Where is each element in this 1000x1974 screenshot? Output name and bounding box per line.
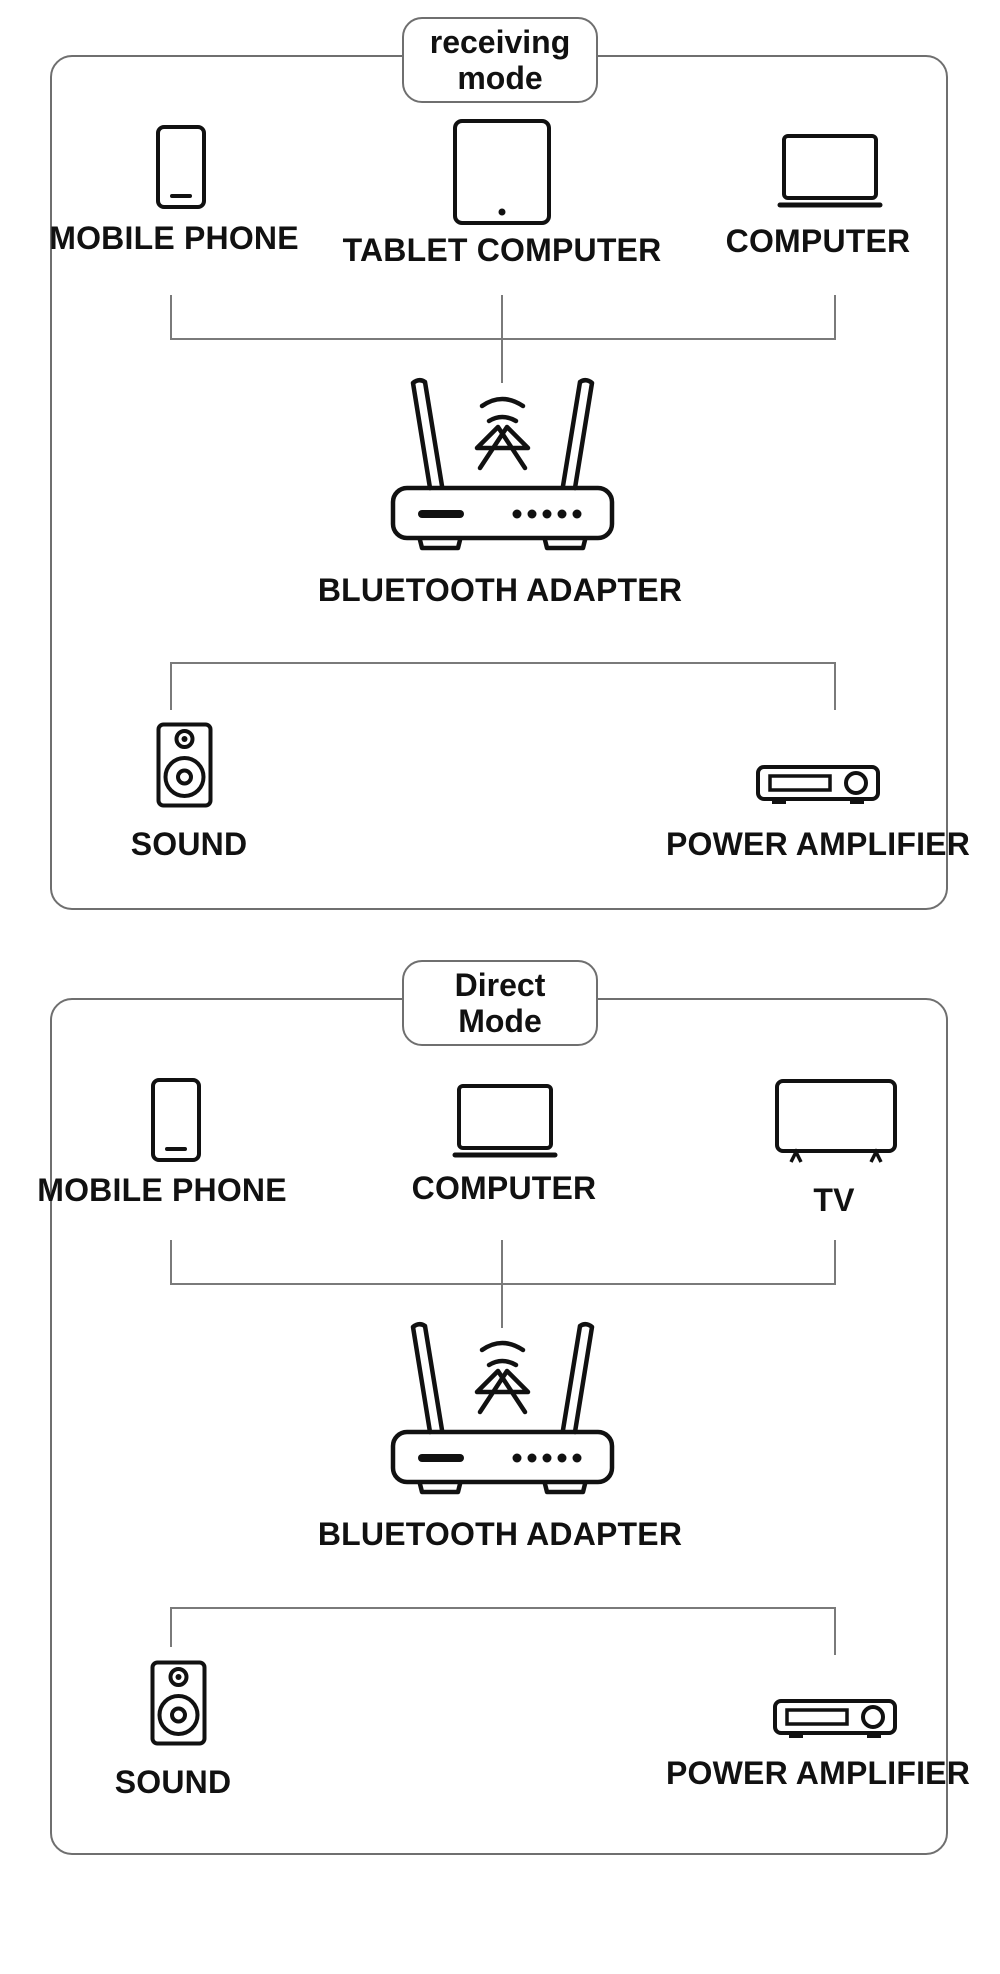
device-label-sound: SOUND <box>114 1764 232 1800</box>
connector-line <box>170 338 836 340</box>
amplifier-icon <box>773 1699 897 1738</box>
bluetooth-router-icon <box>390 1322 615 1495</box>
hub-label-bluetooth-adapter: BLUETOOTH ADAPTER <box>317 1516 683 1552</box>
speaker-icon <box>150 1660 207 1746</box>
connector-line <box>170 1607 836 1609</box>
mobile-phone-icon <box>151 1078 201 1162</box>
device-label-power-amplifier: POWER AMPLIFIER <box>665 1755 971 1791</box>
connector-line <box>834 1240 836 1285</box>
amplifier-icon <box>756 765 880 804</box>
speaker-icon <box>156 722 213 808</box>
connector-line <box>170 1283 836 1285</box>
device-label-mobile-phone: MOBILE PHONE <box>37 1172 287 1208</box>
device-label-mobile-phone: MOBILE PHONE <box>49 220 299 256</box>
direct-mode-tag: Direct Mode <box>402 960 598 1046</box>
device-label-power-amplifier: POWER AMPLIFIER <box>665 826 971 862</box>
connector-line <box>170 295 172 340</box>
bluetooth-router-icon <box>390 378 615 551</box>
laptop-icon <box>452 1084 558 1158</box>
laptop-icon <box>777 134 883 208</box>
device-label-tv: TV <box>813 1182 855 1218</box>
mode-tag-line-2: Mode <box>458 1003 542 1039</box>
device-label-computer: COMPUTER <box>411 1170 597 1206</box>
connector-line <box>501 1240 503 1328</box>
connector-line <box>170 662 172 710</box>
device-label-computer: COMPUTER <box>725 223 911 259</box>
connector-line <box>834 1607 836 1655</box>
tablet-icon <box>453 119 551 225</box>
mobile-phone-icon <box>156 125 206 209</box>
mode-tag-line-1: Direct <box>454 967 546 1003</box>
tv-icon <box>775 1079 897 1163</box>
connector-line <box>501 295 503 383</box>
connector-line <box>834 662 836 710</box>
connector-line <box>170 1240 172 1285</box>
connector-line <box>170 1607 172 1647</box>
device-label-sound: SOUND <box>130 826 248 862</box>
receiving-mode-tag: receiving mode <box>402 17 598 103</box>
mode-tag-line-1: receiving <box>429 24 571 60</box>
connector-line <box>834 295 836 340</box>
hub-label-bluetooth-adapter: BLUETOOTH ADAPTER <box>317 572 683 608</box>
connector-line <box>170 662 836 664</box>
device-label-tablet-computer: TABLET COMPUTER <box>342 232 662 268</box>
mode-tag-line-2: mode <box>457 60 543 96</box>
